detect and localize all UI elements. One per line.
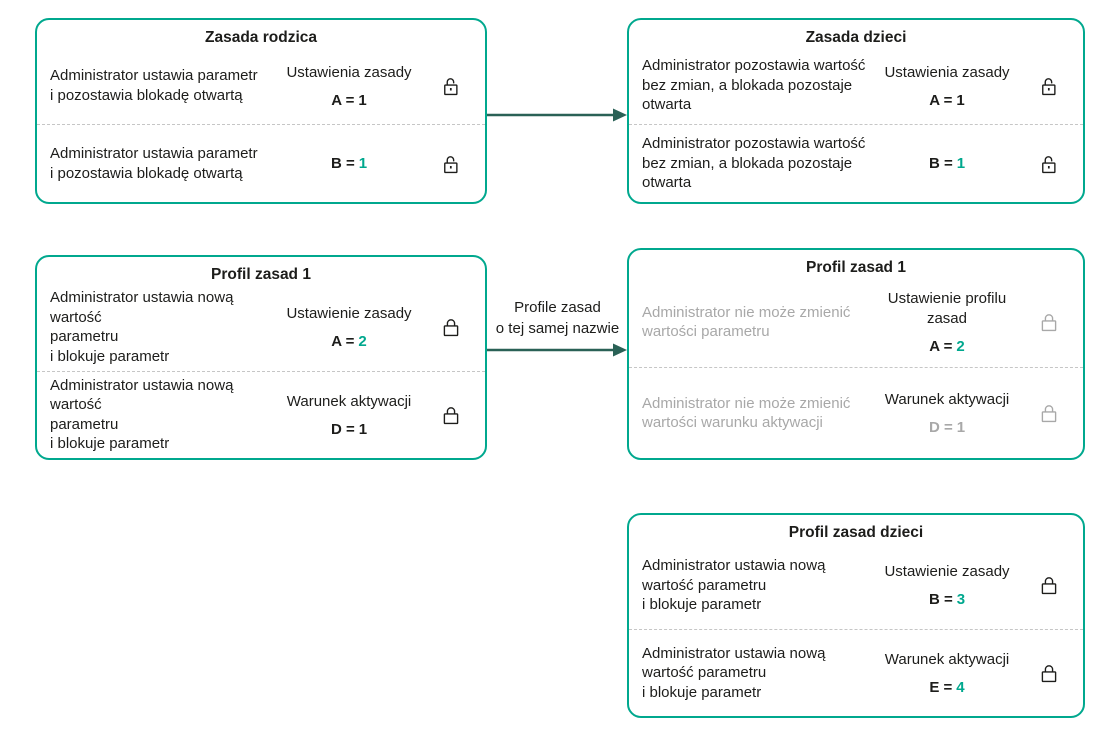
parameter-number: 1: [956, 419, 966, 436]
value-column: B =1: [871, 155, 1023, 172]
closed-lock-icon: [1023, 402, 1075, 424]
parameter-number: 4: [956, 678, 965, 696]
closed-lock-icon: [425, 316, 477, 338]
setting-row: Administrator ustawia nową wartość param…: [629, 630, 1083, 717]
settings-column-label: Ustawienie zasady: [286, 305, 412, 323]
parameter-number: 2: [956, 338, 965, 355]
open-lock-icon: [425, 75, 477, 97]
dashed-divider: [629, 628, 1083, 630]
parameter-value: A =1: [331, 92, 367, 109]
parameter-value: B =3: [929, 591, 965, 608]
box-policy-profile-1-result: Profil zasad 1 Administrator nie może zm…: [627, 248, 1085, 460]
value-column: B =1: [273, 155, 425, 172]
parameter-number: 1: [358, 91, 367, 109]
parameter-name: B =: [928, 591, 953, 609]
parameter-name: A =: [929, 91, 953, 109]
parameter-value: E =4: [929, 679, 964, 696]
activation-condition-label: Warunek aktywacji: [286, 392, 412, 410]
setting-row: Administrator ustawia parametr i pozosta…: [37, 47, 485, 124]
parameter-number: 3: [956, 591, 966, 609]
parameter-value: A =2: [929, 338, 965, 355]
open-lock-icon: [1023, 75, 1075, 97]
parameter-number: 1: [358, 155, 368, 172]
row-description: Administrator ustawia nową wartość param…: [50, 289, 234, 365]
setting-row: Administrator ustawia nową wartość param…: [629, 542, 1083, 629]
dashed-divider: [37, 124, 485, 125]
open-lock-icon: [1023, 153, 1075, 175]
box-policy-profile-1-source: Profil zasad 1 Administrator ustawia now…: [35, 255, 487, 460]
setting-row: Administrator ustawia nową wartość param…: [37, 372, 485, 459]
box-child-policy: Zasada dzieci Administrator pozostawia w…: [627, 18, 1085, 204]
parameter-number: 2: [358, 333, 367, 351]
parameter-name: B =: [330, 155, 355, 172]
setting-row: Administrator ustawia nową wartość param…: [37, 284, 485, 371]
setting-row: Administrator nie może zmienić wartości …: [629, 368, 1083, 458]
value-column: Warunek aktywacji D =1: [273, 392, 425, 438]
setting-row: Administrator pozostawia wartość bez zmi…: [629, 125, 1083, 202]
row-description: Administrator pozostawia wartość bez zmi…: [642, 135, 866, 192]
parameter-number: 1: [956, 91, 965, 109]
parameter-value: A =1: [929, 92, 965, 109]
arrow-parent-to-child-icon: [487, 108, 627, 122]
arrow-profile-to-profile-icon: [487, 343, 627, 357]
row-description: Administrator ustawia nową wartość param…: [50, 376, 234, 453]
parameter-name: B =: [928, 155, 953, 172]
value-column: Ustawienia zasady A =1: [871, 63, 1023, 109]
parameter-name: A =: [929, 338, 953, 355]
arrow-profile-label: Profile zasad o tej samej nazwie: [495, 299, 620, 337]
settings-column-label: Ustawienie zasady: [884, 563, 1010, 581]
dashed-divider: [629, 124, 1083, 125]
settings-column-label: Ustawienia zasady: [286, 63, 412, 81]
parameter-value: D =1: [929, 419, 965, 436]
parameter-name: E =: [929, 678, 953, 696]
box-child-policy-profile: Profil zasad dzieci Administrator ustawi…: [627, 513, 1085, 718]
parameter-name: A =: [331, 333, 355, 351]
dashed-divider: [629, 367, 1083, 368]
settings-column-label: Ustawienia zasady: [884, 63, 1010, 81]
value-column: Ustawienia zasady A =1: [273, 63, 425, 109]
closed-lock-icon: [1023, 311, 1075, 333]
value-column: Ustawienie zasady A =2: [273, 304, 425, 350]
settings-column-label: Ustawienie profilu zasad: [887, 290, 1007, 327]
row-description: Administrator pozostawia wartość bez zmi…: [642, 57, 866, 114]
parameter-value: B =1: [331, 155, 367, 172]
parameter-value: B =1: [929, 155, 965, 172]
box-parent-policy: Zasada rodzica Administrator ustawia par…: [35, 18, 487, 204]
row-description: Administrator ustawia parametr i pozosta…: [50, 145, 258, 182]
closed-lock-icon: [1023, 662, 1075, 684]
value-column: Warunek aktywacji D =1: [871, 390, 1023, 436]
box-title: Profil zasad dzieci: [788, 524, 924, 541]
activation-condition-label: Warunek aktywacji: [884, 650, 1010, 668]
box-title: Profil zasad 1: [211, 266, 311, 283]
closed-lock-icon: [425, 404, 477, 426]
box-title: Zasada dzieci: [805, 29, 907, 46]
setting-row: Administrator nie może zmienić wartości …: [629, 277, 1083, 367]
parameter-number: 1: [956, 155, 966, 172]
row-description: Administrator nie może zmienić wartości …: [642, 394, 851, 432]
box-title: Profil zasad 1: [806, 259, 906, 276]
closed-lock-icon: [1023, 574, 1075, 596]
setting-row: Administrator ustawia parametr i pozosta…: [37, 125, 485, 202]
value-column: Warunek aktywacji E =4: [871, 650, 1023, 696]
box-title: Zasada rodzica: [205, 29, 317, 46]
row-description: Administrator ustawia nową wartość param…: [642, 557, 826, 613]
dashed-divider: [37, 370, 485, 372]
parameter-value: D =1: [331, 421, 367, 438]
activation-condition-label: Warunek aktywacji: [884, 391, 1010, 408]
parameter-name: A =: [331, 91, 355, 109]
parameter-name: D =: [330, 420, 355, 438]
row-description: Administrator ustawia nową wartość param…: [642, 644, 826, 701]
open-lock-icon: [425, 153, 477, 175]
parameter-value: A =2: [331, 333, 367, 350]
row-description: Administrator ustawia parametr i pozosta…: [50, 67, 258, 104]
parameter-name: D =: [928, 419, 953, 436]
value-column: Ustawienie zasady B =3: [871, 562, 1023, 608]
setting-row: Administrator pozostawia wartość bez zmi…: [629, 47, 1083, 124]
parameter-number: 1: [358, 420, 368, 438]
value-column: Ustawienie profilu zasad A =2: [871, 289, 1023, 355]
row-description: Administrator nie może zmienić wartości …: [642, 303, 851, 341]
